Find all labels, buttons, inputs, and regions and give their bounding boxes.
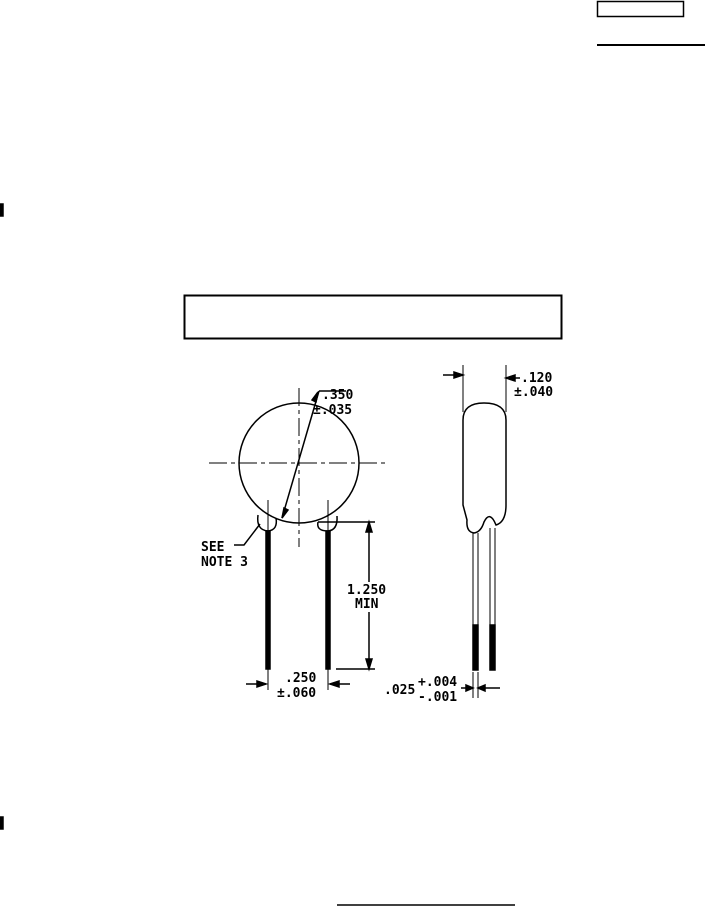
thickness-dim: .120 [521, 371, 552, 386]
note-label-1: SEE [201, 540, 224, 555]
lead-dia-tol-minus: -.001 [418, 690, 457, 705]
diameter-arrow [281, 390, 320, 519]
title-box [183, 294, 563, 340]
side-view [443, 365, 520, 698]
diameter-tol: ±.035 [313, 403, 352, 418]
diameter-dim: .350 [322, 388, 353, 403]
lead-spacing-tol: ±.060 [277, 686, 316, 701]
margin-mark [0, 816, 4, 830]
thickness-tol: ±.040 [514, 385, 553, 400]
lead-length-dim: 1.250 [347, 583, 386, 598]
lead-length-qual: MIN [355, 597, 379, 612]
lead-dia-dim: .025 [384, 683, 415, 698]
front-view [209, 388, 387, 690]
side-body [462, 402, 507, 534]
margin-mark [0, 203, 4, 217]
lead-dia-tol-plus: +.004 [418, 675, 457, 690]
note-label-2: NOTE 3 [201, 555, 248, 570]
lead-spacing-dim: .250 [285, 671, 316, 686]
header-box [596, 0, 685, 18]
